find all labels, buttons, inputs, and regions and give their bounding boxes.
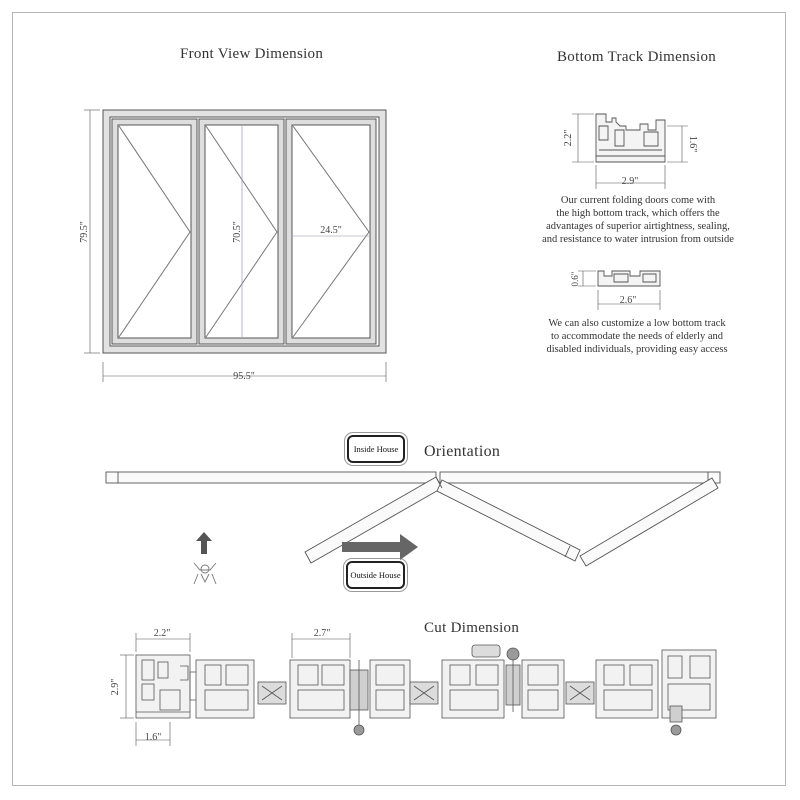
sash-profile-2 (289, 659, 351, 719)
cut-dimension-title: Cut Dimension (424, 620, 520, 636)
sash-profile-5 (521, 659, 565, 719)
sash-profile-3 (369, 659, 411, 719)
sash-profile-4 (441, 644, 505, 719)
folding-door-plan (105, 471, 721, 567)
cut-width-a-label: 2.2" (154, 628, 171, 639)
panel-width-label: 24.5" (320, 225, 342, 236)
low-track-width-label: 2.6" (620, 295, 637, 306)
door-panel-left (111, 118, 198, 345)
inside-house-label: Inside House (344, 432, 408, 466)
high-track-description: Our current folding doors come with the … (518, 194, 758, 246)
high-track-right-height-label: 1.6" (687, 136, 698, 153)
high-track-line-4: and resistance to water intrusion from o… (542, 234, 734, 245)
front-width-label: 95.5" (233, 371, 255, 382)
front-view-drawing (84, 109, 387, 382)
bottom-track-title: Bottom Track Dimension (557, 49, 717, 65)
low-track-line-3: disabled individuals, providing easy acc… (546, 344, 728, 355)
panel-height-label: 70.5" (232, 221, 243, 243)
low-track-height-label: 0.6" (570, 271, 580, 286)
swing-direction-arrow (342, 534, 418, 560)
sash-profile-6 (595, 659, 659, 719)
low-track-line-2: to accommodate the needs of elderly and (550, 331, 723, 342)
frame-profile-right (661, 649, 717, 736)
sash-profile-1 (189, 659, 255, 719)
high-track-left-height-label: 2.2" (563, 130, 574, 147)
user-position-icon (193, 532, 217, 585)
door-panel-right (285, 118, 377, 345)
cut-height-label: 2.9" (110, 679, 121, 696)
low-track-profile (578, 270, 661, 310)
high-track-profile (572, 113, 688, 189)
front-view-title: Front View Dimension (180, 46, 324, 62)
frame-profile-left (135, 654, 191, 719)
hinge-roller-2 (505, 647, 521, 712)
cut-dimension-drawing (120, 633, 717, 746)
door-panel-middle (198, 118, 285, 345)
sheet-border (12, 12, 786, 786)
gasket-joint-1 (257, 681, 287, 705)
low-track-line-1: We can also customize a low bottom track (548, 318, 726, 329)
hinge-roller-1 (349, 660, 369, 736)
high-track-line-3: advantages of superior airtightness, sea… (546, 221, 730, 232)
gasket-joint-2 (409, 681, 439, 705)
high-track-line-1: Our current folding doors come with (560, 195, 716, 206)
gasket-joint-3 (565, 681, 595, 705)
high-track-line-2: the high bottom track, which offers the (556, 208, 720, 219)
high-track-width-label: 2.9" (622, 176, 639, 187)
cut-width-b-label: 2.7" (314, 628, 331, 639)
front-height-label: 79.5" (79, 221, 90, 243)
low-track-description: We can also customize a low bottom track… (517, 317, 757, 356)
orientation-title: Orientation (424, 443, 501, 460)
cut-width-c-label: 1.6" (145, 732, 162, 743)
outside-house-label: Outside House (343, 558, 408, 592)
